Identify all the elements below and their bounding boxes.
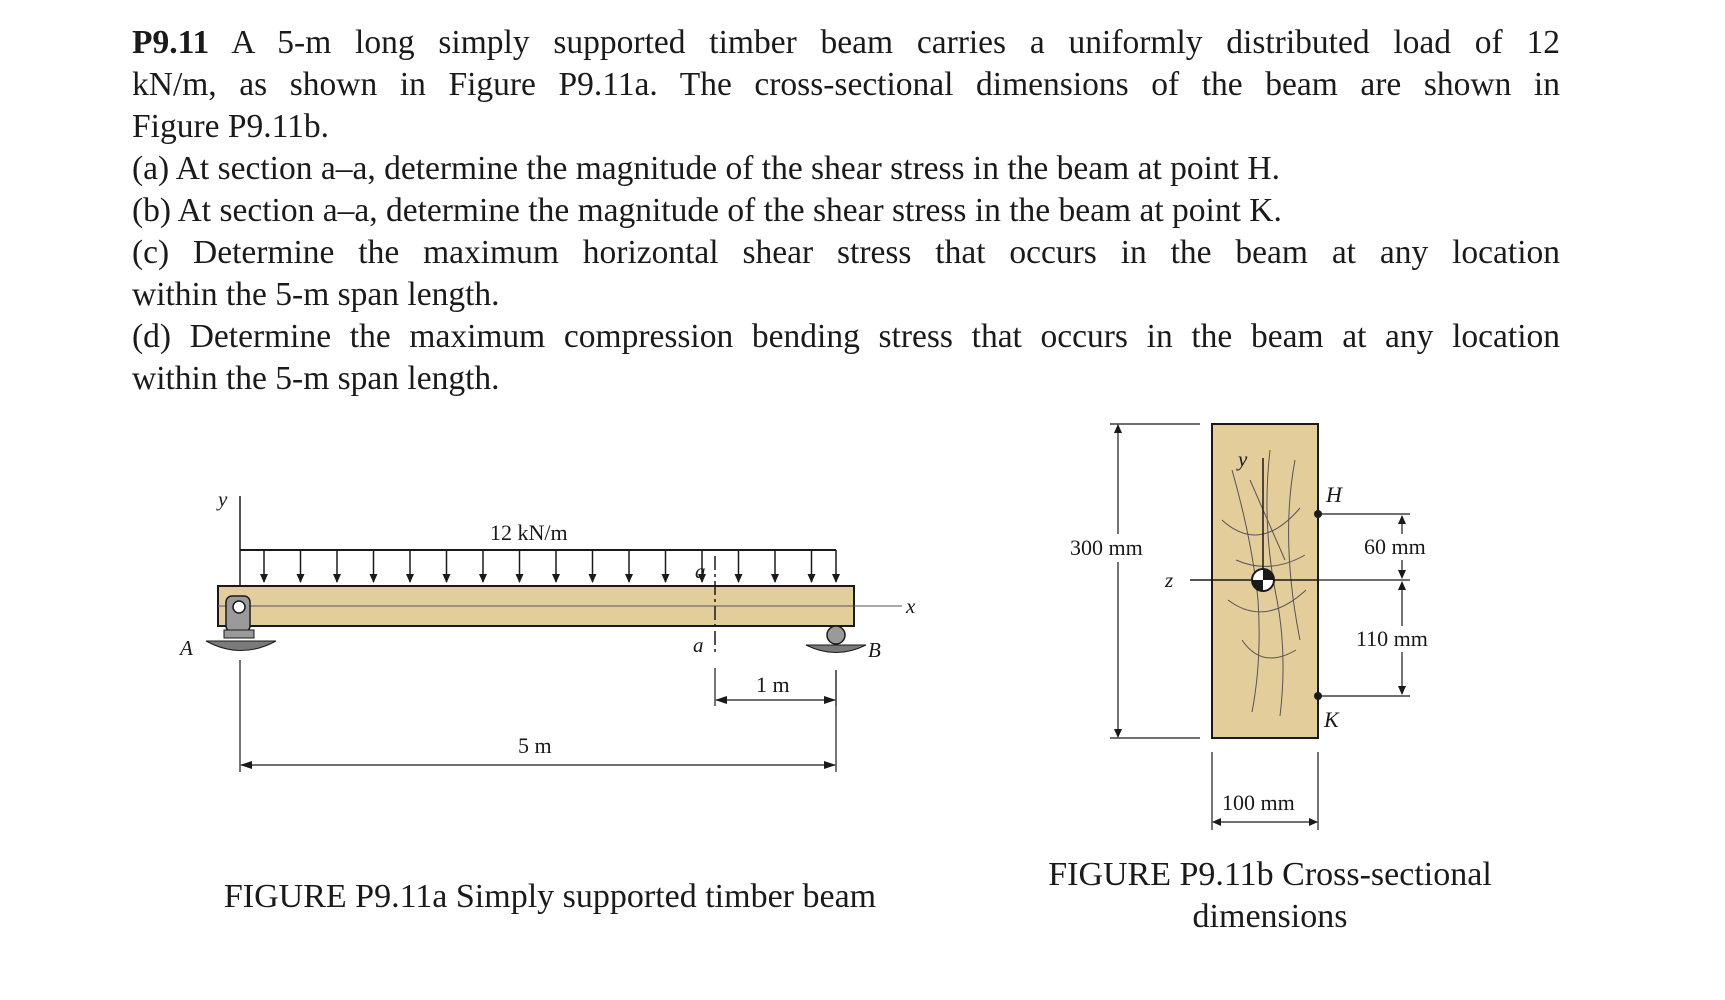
- dim-110-label: 110 mm: [1356, 626, 1428, 651]
- dim-100-label: 100 mm: [1222, 790, 1295, 815]
- problem-part-c-1: (c) Determine the maximum horizontal she…: [132, 234, 1560, 271]
- dim-300-bg: [1068, 534, 1168, 562]
- problem-number: P9.11: [132, 24, 210, 61]
- problem-part-d-2: within the 5-m span length.: [132, 360, 500, 397]
- y-axis-label: y: [216, 487, 228, 511]
- wood-grain: [1221, 449, 1307, 717]
- y-axis-label-b: y: [1236, 447, 1248, 471]
- problem-part-d-1: (d) Determine the maximum compression be…: [132, 318, 1560, 355]
- dim-1m-label: 1 m: [756, 672, 790, 697]
- dim-300-label: 300 mm: [1070, 535, 1143, 560]
- problem-intro-3: Figure P9.11b.: [132, 108, 329, 145]
- figure-b-caption-1: FIGURE P9.11b Cross-sectional: [1048, 856, 1492, 893]
- figure-a-beam: y 12 kN/m x a a A B 1 m: [178, 487, 916, 772]
- z-axis-label: z: [1164, 568, 1173, 592]
- dim-60-label: 60 mm: [1364, 534, 1426, 559]
- section-label-top: a: [695, 559, 706, 583]
- problem-intro-1: A 5-m long simply supported timber beam …: [231, 24, 1560, 61]
- load-arrows: [260, 550, 816, 583]
- dim-60-bg: [1360, 534, 1444, 560]
- dim-5m-label: 5 m: [518, 733, 552, 758]
- figure-b-caption-2: dimensions: [1192, 898, 1348, 935]
- pin-support-a: [205, 595, 277, 651]
- support-a-label: A: [178, 636, 193, 660]
- support-b-label: B: [868, 638, 881, 662]
- point-k-label: K: [1323, 707, 1340, 732]
- section-label-bottom: a: [693, 633, 704, 657]
- problem-part-a: (a) At section a–a, determine the magnit…: [132, 150, 1280, 187]
- problem-part-c-2: within the 5-m span length.: [132, 276, 500, 313]
- figure-a-caption: FIGURE P9.11a Simply supported timber be…: [223, 878, 877, 915]
- problem-intro-2: kN/m, as shown in Figure P9.11a. The cro…: [132, 66, 1560, 103]
- x-axis-label: x: [905, 594, 916, 618]
- problem-line-1: P9.11 A 5-m long simply supported timber…: [132, 22, 1560, 64]
- dim-110-bg: [1354, 626, 1448, 652]
- load-label: 12 kN/m: [490, 520, 568, 545]
- roller-support-b: [805, 625, 867, 653]
- centroid-symbol: [1251, 568, 1275, 592]
- figure-b-cross-section: y z H K 60 mm 110 mm: [1068, 423, 1448, 830]
- point-h-label: H: [1325, 482, 1343, 507]
- problem-part-b: (b) At section a–a, determine the magnit…: [132, 192, 1282, 229]
